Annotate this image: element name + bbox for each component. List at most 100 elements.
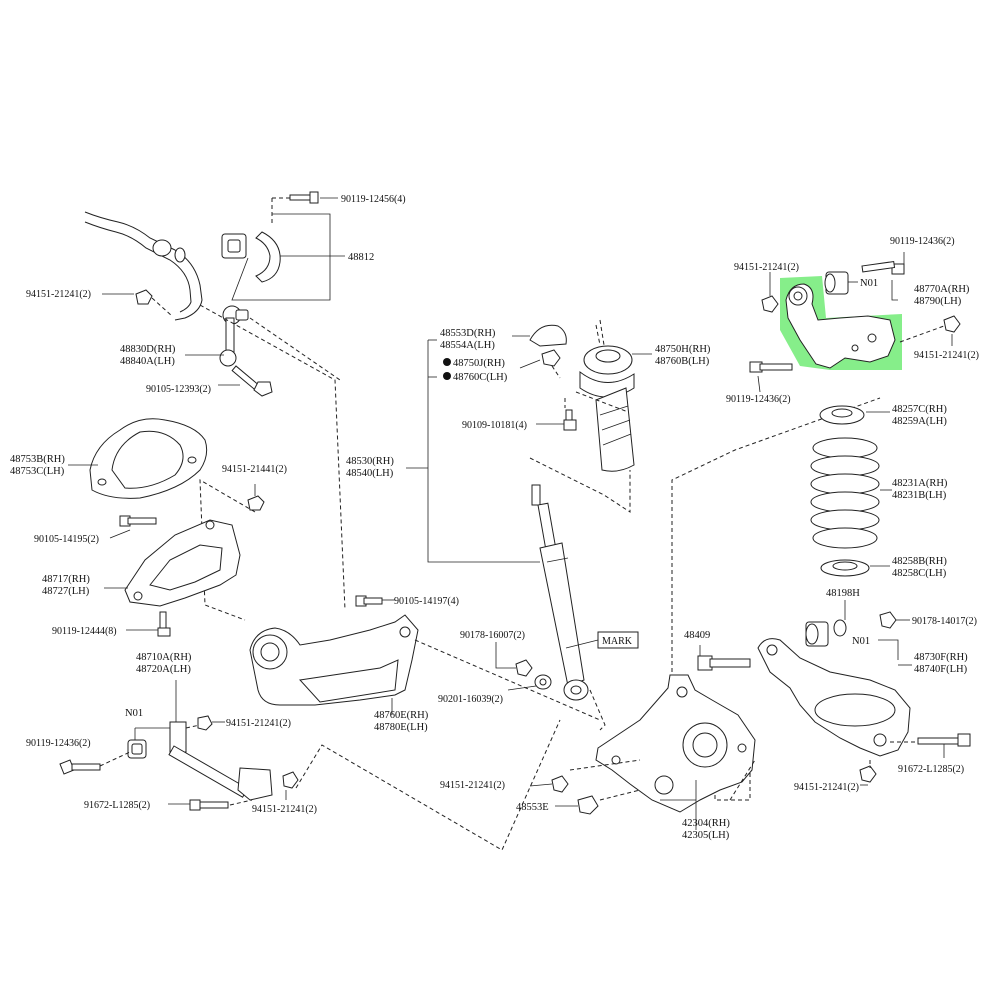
washer-90201-16039	[534, 674, 552, 690]
label-94151-21241-f: 94151-21241(2)	[794, 782, 859, 793]
nut-94151-21241-e	[943, 315, 961, 333]
label-90178-16007: 90178-16007(2)	[460, 630, 525, 641]
label-90105-14197: 90105-14197(4)	[394, 596, 459, 607]
label-48780e: 48780E(LH)	[374, 722, 428, 733]
label-90201-16039: 90201-16039(2)	[438, 694, 503, 705]
label-48740f: 48740F(LH)	[914, 664, 968, 675]
label-48257c: 48257C(RH)	[892, 404, 947, 415]
bolt-91672-l1285-b	[917, 733, 971, 747]
label-90119-12456: 90119-12456(4)	[341, 194, 406, 205]
label-94151-21241-d: 94151-21241(2)	[440, 780, 505, 791]
bolt-90119-12436-b	[749, 361, 793, 373]
label-48840a: 48840A(LH)	[120, 356, 175, 367]
label-90119-12436-b: 90119-12436(2)	[726, 394, 791, 405]
label-mark: MARK	[602, 636, 633, 647]
label-94151-21241-c: 94151-21241(2)	[252, 804, 317, 815]
bushing-n01-a	[127, 739, 147, 759]
label-48259a: 48259A(LH)	[892, 416, 947, 427]
label-90119-12436-top: 90119-12436(2)	[890, 236, 955, 247]
bolt-90109-10181	[563, 409, 577, 431]
label-48710a: 48710A(RH)	[136, 652, 192, 663]
stabilizer-bushing	[221, 231, 281, 283]
label-48198h: 48198H	[826, 588, 860, 599]
label-48720a: 48720A(LH)	[136, 664, 191, 675]
label-91672-l1285-a: 91672-L1285(2)	[84, 800, 150, 811]
knuckle-42304	[595, 674, 756, 813]
bolt-90119-12444	[157, 611, 171, 637]
bump-stopper-48198h	[833, 619, 847, 637]
label-48717: 48717(RH)	[42, 574, 90, 585]
label-n01-top: N01	[860, 278, 878, 289]
nut-90105-12393	[231, 365, 273, 397]
nut-94151-21241-f	[859, 765, 877, 783]
label-94151-21241-top: 94151-21241(2)	[734, 262, 799, 273]
coil-spring-48231a	[810, 437, 880, 549]
nut-94151-21241-c	[282, 771, 299, 789]
label-90178-14017: 90178-14017(2)	[912, 616, 977, 627]
label-48530: 48530(RH)	[346, 456, 394, 467]
bracket-48717	[124, 519, 241, 607]
stabilizer-link	[219, 305, 249, 367]
label-90105-14195: 90105-14195(2)	[34, 534, 99, 545]
spring-upper-insulator-48257c	[819, 405, 865, 425]
bolt-90119-12436-a	[59, 759, 101, 775]
label-48750h: 48750H(RH)	[655, 344, 711, 355]
label-48790: 48790(LH)	[914, 296, 962, 307]
nut-90178-16007	[515, 659, 533, 677]
nut-48750j	[541, 349, 561, 367]
label-48760e: 48760E(RH)	[374, 710, 429, 721]
bolt-90119-12456	[289, 191, 319, 204]
shock-absorber-48530	[531, 484, 589, 701]
label-48231b: 48231B(LH)	[892, 490, 947, 501]
label-48554a: 48554A(LH)	[440, 340, 495, 351]
label-48770a: 48770A(RH)	[914, 284, 970, 295]
label-90105-12393: 90105-12393(2)	[146, 384, 211, 395]
label-48231a: 48231A(RH)	[892, 478, 948, 489]
label-48540: 48540(LH)	[346, 468, 394, 479]
label-48753b: 48753B(RH)	[10, 454, 65, 465]
label-48553d: 48553D(RH)	[440, 328, 496, 339]
label-91672-l1285-b: 91672-L1285(2)	[898, 764, 964, 775]
label-90119-12444: 90119-12444(8)	[52, 626, 117, 637]
nut-48553e	[577, 795, 599, 815]
label-94151-21241-b: 94151-21241(2)	[226, 718, 291, 729]
label-48409: 48409	[684, 630, 710, 641]
bolt-90119-12436-top	[861, 260, 905, 275]
nut-94151-21441	[247, 495, 265, 511]
nut-94151-21241-d	[551, 775, 569, 793]
upper-control-arm-48770a[interactable]	[785, 283, 896, 369]
trailing-arm-48760e	[249, 614, 419, 706]
toe-control-link-48710a	[168, 721, 273, 801]
label-n01-b: N01	[852, 636, 870, 647]
nut-94151-21241-top	[761, 295, 779, 313]
nut-94151-21241-b	[197, 715, 213, 731]
bolt-90105-14197	[355, 595, 383, 607]
label-90119-12436-a: 90119-12436(2)	[26, 738, 91, 749]
label-48553e: 48553E	[516, 802, 549, 813]
label-42305: 42305(LH)	[682, 830, 730, 841]
label-48760b: 48760B(LH)	[655, 356, 710, 367]
bushing-n01-top	[824, 271, 849, 295]
label-48830d: 48830D(RH)	[120, 344, 176, 355]
label-48730f: 48730F(RH)	[914, 652, 968, 663]
bullet-dot-2	[443, 372, 451, 380]
rear-bump-cap-48753	[89, 418, 208, 499]
bolt-91672-l1285-a	[189, 799, 229, 811]
nut-94151-21241-a	[135, 289, 153, 305]
label-48812: 48812	[348, 252, 374, 263]
label-94151-21241-a: 94151-21241(2)	[26, 289, 91, 300]
bushing-n01-b	[805, 621, 829, 647]
bullet-dot-1	[443, 358, 451, 366]
upper-mount-cap-48553d	[529, 324, 567, 347]
bolt-90105-14195	[119, 515, 157, 527]
label-48750j: 48750J(RH)	[453, 358, 505, 369]
stabilizer-bar	[84, 211, 203, 321]
bolt-48409	[697, 655, 751, 671]
label-94151-21441: 94151-21441(2)	[222, 464, 287, 475]
label-42304: 42304(RH)	[682, 818, 730, 829]
nut-90178-14017	[879, 611, 897, 629]
spring-lower-insulator-48258b	[820, 559, 870, 577]
label-94151-21241-e: 94151-21241(2)	[914, 350, 979, 361]
label-48258b: 48258B(RH)	[892, 556, 947, 567]
